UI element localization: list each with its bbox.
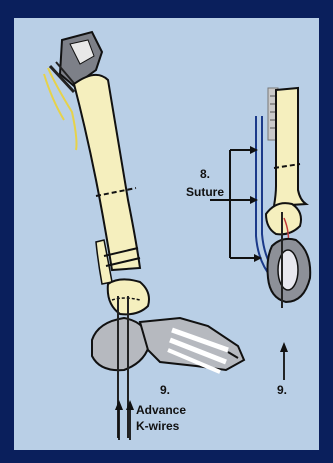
- step8-label: Suture: [186, 186, 224, 199]
- posterior-tibia-bone: [274, 88, 306, 206]
- left-leg-figure: [44, 32, 244, 440]
- step9-left-number: 9.: [160, 384, 170, 397]
- tibia-bone: [74, 75, 140, 270]
- advance-arrowhead-1: [115, 400, 123, 410]
- right-advance-arrowhead: [280, 342, 288, 352]
- step9-right-number: 9.: [277, 384, 287, 397]
- step8-number: 8.: [200, 168, 210, 181]
- step9-left-label-line2: K-wires: [136, 420, 179, 433]
- step9-left-label-line1: Advance: [136, 404, 186, 417]
